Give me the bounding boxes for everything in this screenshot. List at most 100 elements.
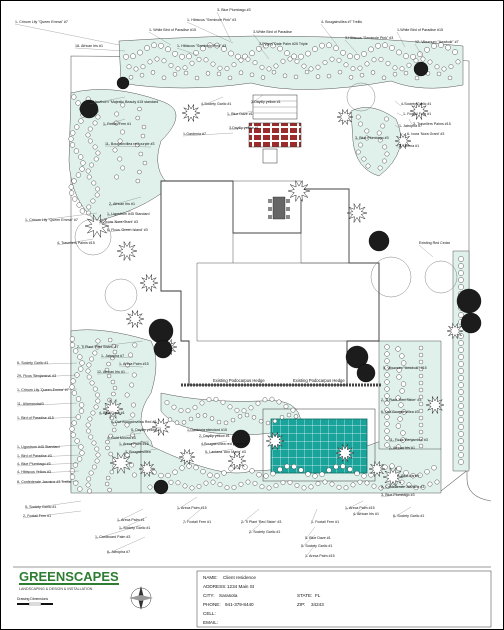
shrub-symbol: [91, 180, 97, 186]
shrub-symbol: [72, 462, 79, 468]
shrub-symbol: [377, 165, 383, 171]
shrub-symbol: [88, 434, 94, 440]
shrub-symbol: [447, 75, 453, 81]
shrub-symbol: [458, 417, 464, 423]
shrub-symbol: [104, 481, 110, 487]
shrub-symbol: [340, 49, 346, 56]
shrub-symbol: [347, 53, 353, 60]
shrub-symbol: [209, 416, 215, 421]
leader-line: [16, 374, 78, 379]
shrub-symbol: [269, 396, 275, 402]
plant-label-hibiscus-seminole: 1- Hibiscus "Seminole Pink" #3: [177, 44, 226, 48]
shrub-symbol: [384, 393, 390, 399]
shrub-symbol: [361, 51, 367, 57]
shrub-symbol: [110, 355, 115, 361]
shrub-symbol: [182, 483, 188, 489]
leader-line: [258, 45, 270, 60]
plant-label-crinum-left: 1- Crinum Lily "Queen Emma" #7: [25, 218, 78, 222]
shrub-symbol: [95, 452, 101, 458]
leader-line: [124, 448, 158, 455]
shrub-symbol: [203, 57, 209, 63]
leader-line: [380, 398, 412, 403]
shrub-symbol: [69, 468, 75, 474]
shrub-symbol: [85, 482, 91, 488]
north-arrow-icon: [129, 586, 153, 610]
shrub-symbol: [364, 128, 370, 134]
label-leader-lines: [14, 11, 434, 559]
leader-line: [204, 448, 234, 455]
shrub-symbol: [68, 190, 75, 196]
shrub-symbol: [395, 346, 401, 352]
shrub-symbol: [458, 424, 464, 430]
leader-line: [24, 212, 98, 223]
shrub-symbol: [112, 385, 118, 391]
shrub-symbol: [418, 345, 424, 351]
shrub-symbol: [395, 444, 402, 450]
scale-label: Drawing Dimensions: [17, 597, 48, 601]
palm-symbol: [394, 133, 412, 149]
plant-label-bougainvillea-red: 11- Bougainvillea red purple #3: [105, 142, 154, 146]
shrub-symbol: [348, 75, 354, 80]
shrub-symbol: [120, 102, 126, 108]
shrub-symbol: [94, 446, 100, 452]
shrub-symbol: [458, 270, 464, 276]
patio-chairs: [268, 199, 290, 219]
plant-label-pygmy-date: 3-Pygmy Date Palm #25 Triple: [259, 42, 308, 46]
tree-canopy-symbol: [345, 345, 369, 369]
plant-label-daylily-yellow-low: 5- Daylily yellow #1: [131, 428, 162, 432]
shrub-symbol: [364, 61, 370, 67]
shrub-symbol: [282, 73, 288, 78]
shrub-symbol: [403, 470, 409, 476]
shrub-symbol: [138, 151, 144, 157]
shrub-symbol: [68, 136, 74, 142]
shrub-symbol: [458, 445, 464, 451]
shrub-symbol: [175, 480, 181, 486]
shrub-symbol: [458, 347, 464, 353]
plant-label-areca-palm-right: 1- Areca Palm #15: [345, 506, 375, 510]
phone-value: 941-379-8440: [225, 602, 254, 607]
plant-label-dwf-bougainvillea-2: 6- Dwf Bougainvillea #3: [381, 410, 419, 414]
shrub-symbol: [234, 407, 240, 413]
shrub-symbol: [361, 156, 367, 162]
shrub-symbol: [95, 338, 101, 344]
shrub-symbol: [185, 408, 191, 414]
logo-tagline: LANDSCAPING & DESIGN & INSTALLATION: [19, 587, 93, 591]
shrub-symbol: [107, 487, 112, 493]
shrub-symbol: [172, 72, 178, 77]
shrub-symbol: [230, 417, 236, 423]
shrub-symbol: [418, 415, 424, 421]
plant-label-jatropha-left: 1- Jatropha #7: [101, 354, 124, 358]
shrub-symbol: [94, 344, 100, 350]
shrub-symbol: [192, 405, 198, 410]
shrub-symbol: [418, 359, 424, 365]
plant-label-ligustrum-2: 1- Ligustrum #45 Standard: [17, 445, 60, 449]
plant-label-blue-daze-top: 1- Blue Daze #1: [227, 112, 253, 116]
shrub-symbol: [69, 426, 75, 432]
shrub-symbol: [95, 150, 101, 156]
shrub-symbol: [131, 442, 137, 448]
paver-patio: [248, 122, 302, 148]
shrub-symbol: [70, 378, 76, 384]
shrub-symbol: [358, 121, 363, 127]
shrub-symbol: [109, 469, 115, 475]
leader-line: [96, 372, 130, 375]
plant-label-bop-white-2: 3-White Bird of Paradise: [253, 30, 292, 34]
shrub-symbol: [189, 485, 195, 491]
zip-label: ZIP:: [297, 602, 305, 607]
plant-label-ficus-green: 6- Ficus 'Green Island' #3: [107, 228, 148, 232]
plant-label-ixora-right: 6- Ixora 'Nora Grant' #3: [407, 132, 444, 136]
shrub-symbol: [384, 358, 390, 364]
shrub-symbol: [78, 408, 85, 414]
shrub-symbol: [355, 114, 361, 120]
plant-label-bop-white-3: 1-White Bird of Paradise #15: [397, 28, 443, 32]
leader-line: [88, 96, 126, 105]
shrub-symbol: [207, 472, 213, 478]
shrub-symbol: [94, 192, 100, 198]
shrub-symbol: [108, 433, 113, 439]
shrub-symbol: [90, 410, 96, 416]
shrub-symbol: [105, 475, 111, 481]
shrub-symbol: [114, 174, 120, 180]
shrub-symbol: [256, 472, 262, 478]
shrub-symbol: [417, 51, 423, 58]
plant-label-areca-palm-mid: 1- Areca Palm #15: [119, 442, 149, 446]
